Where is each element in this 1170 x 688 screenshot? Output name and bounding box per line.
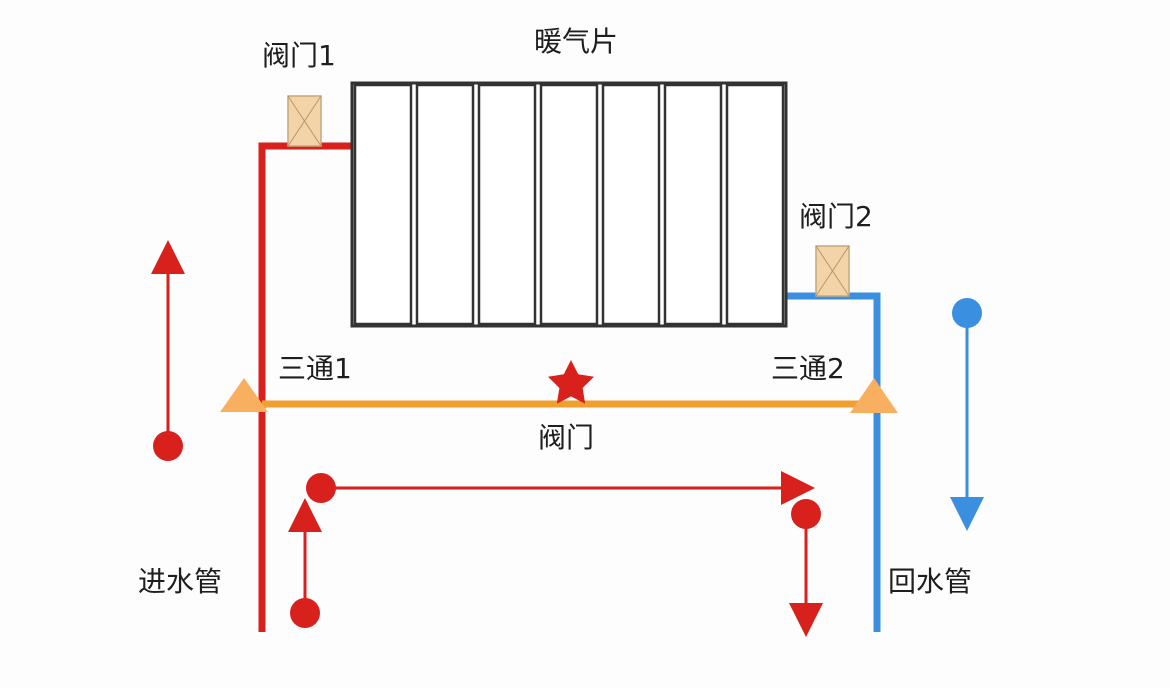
bypass-flow-up-arrow-icon [288, 498, 322, 628]
radiator-fin [725, 83, 785, 326]
radiator-fin [415, 83, 475, 326]
radiator-fin [477, 83, 537, 326]
bypass-valve-star-icon [548, 360, 594, 404]
valve2-icon [815, 245, 850, 297]
tee1-label: 三通1 [278, 352, 352, 385]
radiator-fin [663, 83, 723, 326]
radiator-fin [539, 83, 599, 326]
return-pipe-line [786, 292, 881, 632]
radiator-fin [601, 83, 661, 326]
bypass-valve-label: 阀门 [538, 421, 595, 454]
radiator [350, 81, 788, 328]
radiator-fin [353, 83, 413, 326]
return-pipe-label: 回水管 [888, 565, 973, 598]
radiator-label: 暖气片 [534, 25, 619, 58]
bypass-flow-down-arrow-icon [789, 499, 823, 637]
tee2-triangle-icon [850, 378, 898, 413]
supply-flow-up-arrow-icon [151, 240, 185, 461]
supply-pipe-label: 进水管 [138, 565, 223, 598]
valve2-label: 阀门2 [799, 200, 873, 233]
tee1-triangle-icon [220, 378, 268, 412]
return-flow-down-arrow-icon [950, 298, 984, 531]
valve1-label: 阀门1 [262, 39, 336, 72]
tee2-label: 三通2 [771, 352, 845, 385]
supply-pipe-line [258, 142, 352, 632]
valve1-icon [287, 95, 322, 147]
bypass-flow-right-arrow-icon [306, 471, 815, 505]
